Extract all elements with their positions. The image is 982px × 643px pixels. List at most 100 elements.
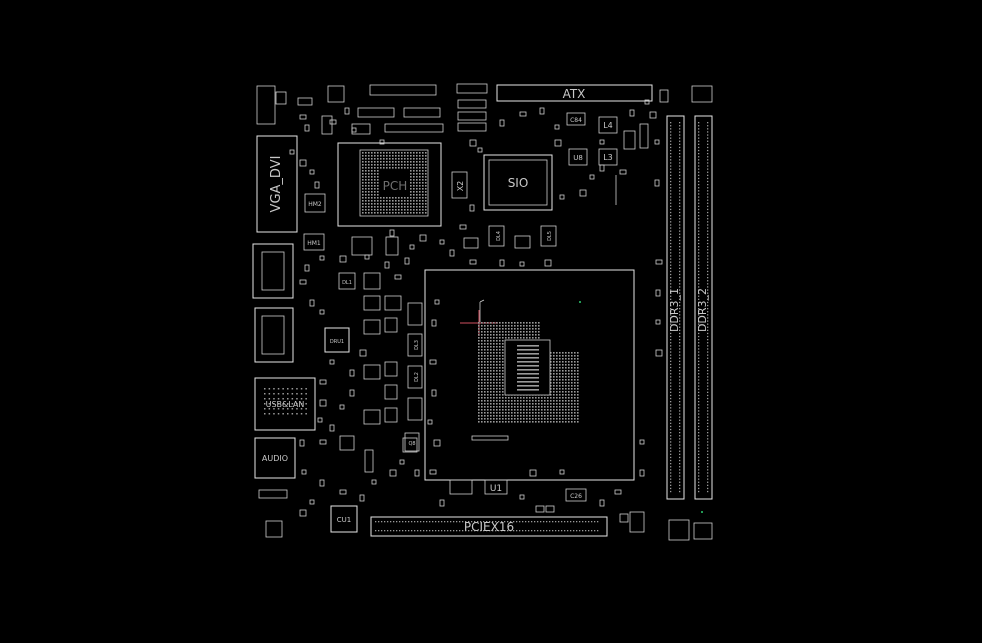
cpu-pin [532, 397, 534, 399]
cpu-pin [577, 415, 579, 417]
pch-ball [392, 158, 394, 160]
pch-ball [371, 209, 373, 211]
passive-component [599, 499, 605, 507]
pcie-pin [492, 530, 494, 532]
cpu-pin [502, 325, 504, 327]
pch-ball [425, 176, 427, 178]
pch-ball [371, 206, 373, 208]
ddr-pin [670, 438, 672, 440]
ddr-pin [679, 478, 681, 480]
pch-ball [425, 191, 427, 193]
ddr-pin [670, 255, 672, 257]
pch-ball [425, 197, 427, 199]
cpu-pin [484, 421, 486, 423]
usb-lan-pad [287, 393, 289, 395]
ddr-pin [670, 273, 672, 276]
cpu-pin [487, 373, 489, 375]
cpu-pin [535, 412, 537, 414]
pch-ball [413, 209, 415, 211]
cpu-pin [496, 370, 498, 372]
ddr-pin [698, 261, 700, 263]
ddr-pin [707, 339, 709, 341]
cpu-pin [571, 421, 573, 423]
pch-ball [386, 209, 388, 211]
cpu-pin [520, 328, 522, 330]
pch-ball [368, 170, 370, 172]
ddr-pin [670, 487, 672, 490]
passive-component [299, 114, 307, 120]
passive-component [519, 261, 525, 267]
pch-ball [425, 167, 427, 169]
ddr-pin [679, 180, 681, 183]
cpu-pin [517, 322, 519, 324]
ddr-pin [670, 215, 672, 217]
ddr-pin [707, 422, 709, 424]
pch-ball [419, 191, 421, 193]
dl4-label: DL4 [496, 231, 502, 241]
cpu-pin [508, 418, 510, 420]
ddr-pin [707, 416, 709, 418]
cpu-pin [478, 355, 480, 357]
cpu-pin [481, 352, 483, 354]
power-components: C84 L4 U8 L3 [566, 112, 649, 205]
cpu-pin [493, 361, 495, 363]
pch-ball [362, 203, 364, 205]
cpu-pin [496, 373, 498, 375]
cpu-pin [496, 346, 498, 348]
usb-lan-pad [305, 408, 307, 410]
cpu-pin [577, 406, 579, 408]
cpu-pin [574, 391, 576, 393]
cpu-pin [493, 322, 495, 324]
ddr-pin [707, 249, 709, 251]
cpu-pin [502, 382, 504, 384]
pch-ball [377, 185, 379, 187]
cpu-pin [517, 409, 519, 411]
pch-ball [422, 203, 424, 205]
ddr-pin [679, 382, 681, 384]
passive-component [639, 469, 645, 477]
ddr-pin [707, 184, 709, 186]
pch-ball [383, 209, 385, 211]
ddr-pin [707, 456, 709, 459]
ddr-pin [679, 456, 681, 459]
cpu-pin [538, 409, 540, 411]
pcie-pin [576, 521, 578, 523]
cpu-pin [478, 412, 480, 414]
cpu-pin [493, 415, 495, 417]
ddr-pin [670, 363, 672, 366]
cpu-pin [526, 331, 528, 333]
pch-ball [368, 173, 370, 175]
ddr-pin [679, 283, 681, 285]
passive-component [317, 417, 323, 423]
cpu-pin [562, 358, 564, 360]
ddr-pin [670, 218, 672, 220]
usb-lan-pad [273, 403, 275, 405]
cpu-pin [529, 412, 531, 414]
pch-ball [410, 167, 412, 169]
pch-ball [362, 188, 364, 190]
cpu-pin [493, 412, 495, 414]
cpu-pin [571, 382, 573, 384]
cpu-pin [508, 403, 510, 405]
pch-ball [392, 203, 394, 205]
pcie-pin [405, 530, 407, 532]
passive-component [654, 179, 660, 187]
cpu-pin [478, 379, 480, 381]
pch-ball [392, 200, 394, 202]
pch-ball [422, 155, 424, 157]
pcie-pin [399, 521, 401, 523]
ddr-pin [698, 391, 700, 393]
ddr-pin [679, 351, 681, 353]
cpu-pin [478, 376, 480, 378]
passive-component [499, 119, 505, 127]
pch-ball [425, 212, 427, 214]
cpu-pin [517, 403, 519, 405]
cpu-socket [424, 269, 635, 481]
pch-ball [377, 194, 379, 196]
cpu-pin [481, 388, 483, 390]
ddr-pin [698, 323, 700, 325]
cpu-pin [520, 406, 522, 408]
cpu-pin [562, 361, 564, 363]
pch-ball [395, 206, 397, 208]
ddr-pin [670, 298, 672, 300]
